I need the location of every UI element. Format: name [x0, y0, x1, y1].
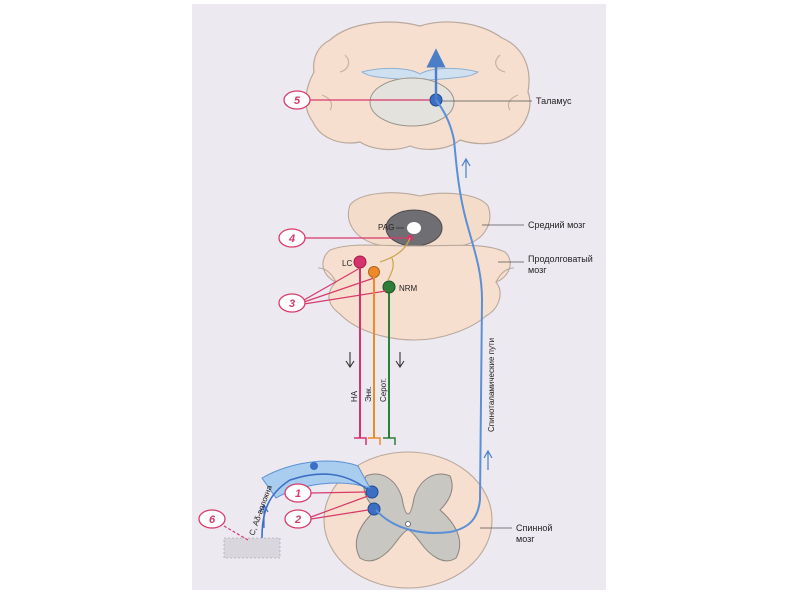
pag-label: PAG	[378, 223, 394, 232]
marker-2-leader	[310, 509, 369, 520]
spinal-cord-label-line2: мозг	[516, 534, 535, 544]
marker-1-label: 1	[295, 488, 301, 500]
down-arrow-icon	[395, 352, 405, 368]
tract-enk-label: Энк.	[364, 386, 373, 402]
dorsal-root-ganglion	[310, 462, 318, 470]
up-arrow-icon	[461, 157, 471, 178]
marker-3	[278, 293, 306, 313]
pag-projection	[379, 237, 411, 281]
medulla-notch	[317, 267, 337, 283]
medulla-label-line2: мозг	[528, 265, 547, 275]
marker-3-leader	[303, 290, 387, 305]
brain-section	[305, 21, 531, 151]
spinothalamic-tract: Спиноталамические пути	[375, 48, 496, 534]
up-arrow-icon	[483, 449, 493, 470]
medulla-label-line1: Продолговатый	[528, 254, 593, 264]
tract-na-label: НА	[350, 390, 359, 402]
marker-3-label: 3	[289, 298, 295, 310]
tract-serot-terminal	[383, 437, 396, 445]
marker-4-label: 4	[288, 233, 295, 245]
marker-3-leader	[303, 277, 375, 303]
marker-6	[198, 509, 226, 529]
aqueduct	[407, 222, 421, 234]
spinothalamic-path	[375, 99, 484, 534]
lc-label: LC	[342, 259, 352, 268]
tract-na-terminal	[354, 437, 367, 445]
marker-2-leader	[310, 495, 369, 518]
descending-tracts: НА Энк. Серот.	[345, 268, 405, 445]
up-arrow-icon	[259, 503, 269, 528]
spinal-cord-label-line1: Спинной	[516, 523, 552, 533]
thalamus-label: Таламус	[536, 96, 572, 106]
nrm-label: NRM	[399, 284, 418, 293]
brain-sulcus	[321, 94, 333, 111]
brainstem-section: PAG LC NRM	[317, 192, 515, 341]
enk-nucleus	[368, 266, 380, 278]
medulla-notch	[495, 267, 515, 283]
marker-3-leader	[303, 267, 361, 301]
grey-matter	[355, 473, 461, 562]
tract-serot-label: Серот.	[379, 378, 388, 402]
spinothalamic-label: Спиноталамические пути	[487, 338, 496, 432]
marker-5-label: 5	[294, 95, 301, 107]
marker-2	[284, 509, 312, 529]
marker-5	[283, 90, 311, 110]
down-arrow-icon	[345, 352, 355, 368]
brain-sulcus	[495, 54, 506, 73]
brain-sulcus	[339, 54, 350, 73]
marker-1	[284, 483, 312, 503]
midbrain-label: Средний мозг	[528, 220, 586, 230]
lc-nucleus	[353, 255, 367, 269]
marker-1-leader	[310, 491, 367, 494]
skin-patch	[223, 537, 281, 559]
tract-enk-terminal	[368, 437, 381, 445]
marker-4	[278, 228, 306, 248]
marker-2-label: 2	[294, 514, 301, 526]
thalamus	[369, 77, 455, 127]
central-canal	[405, 521, 411, 527]
marker-6-label: 6	[209, 514, 216, 526]
